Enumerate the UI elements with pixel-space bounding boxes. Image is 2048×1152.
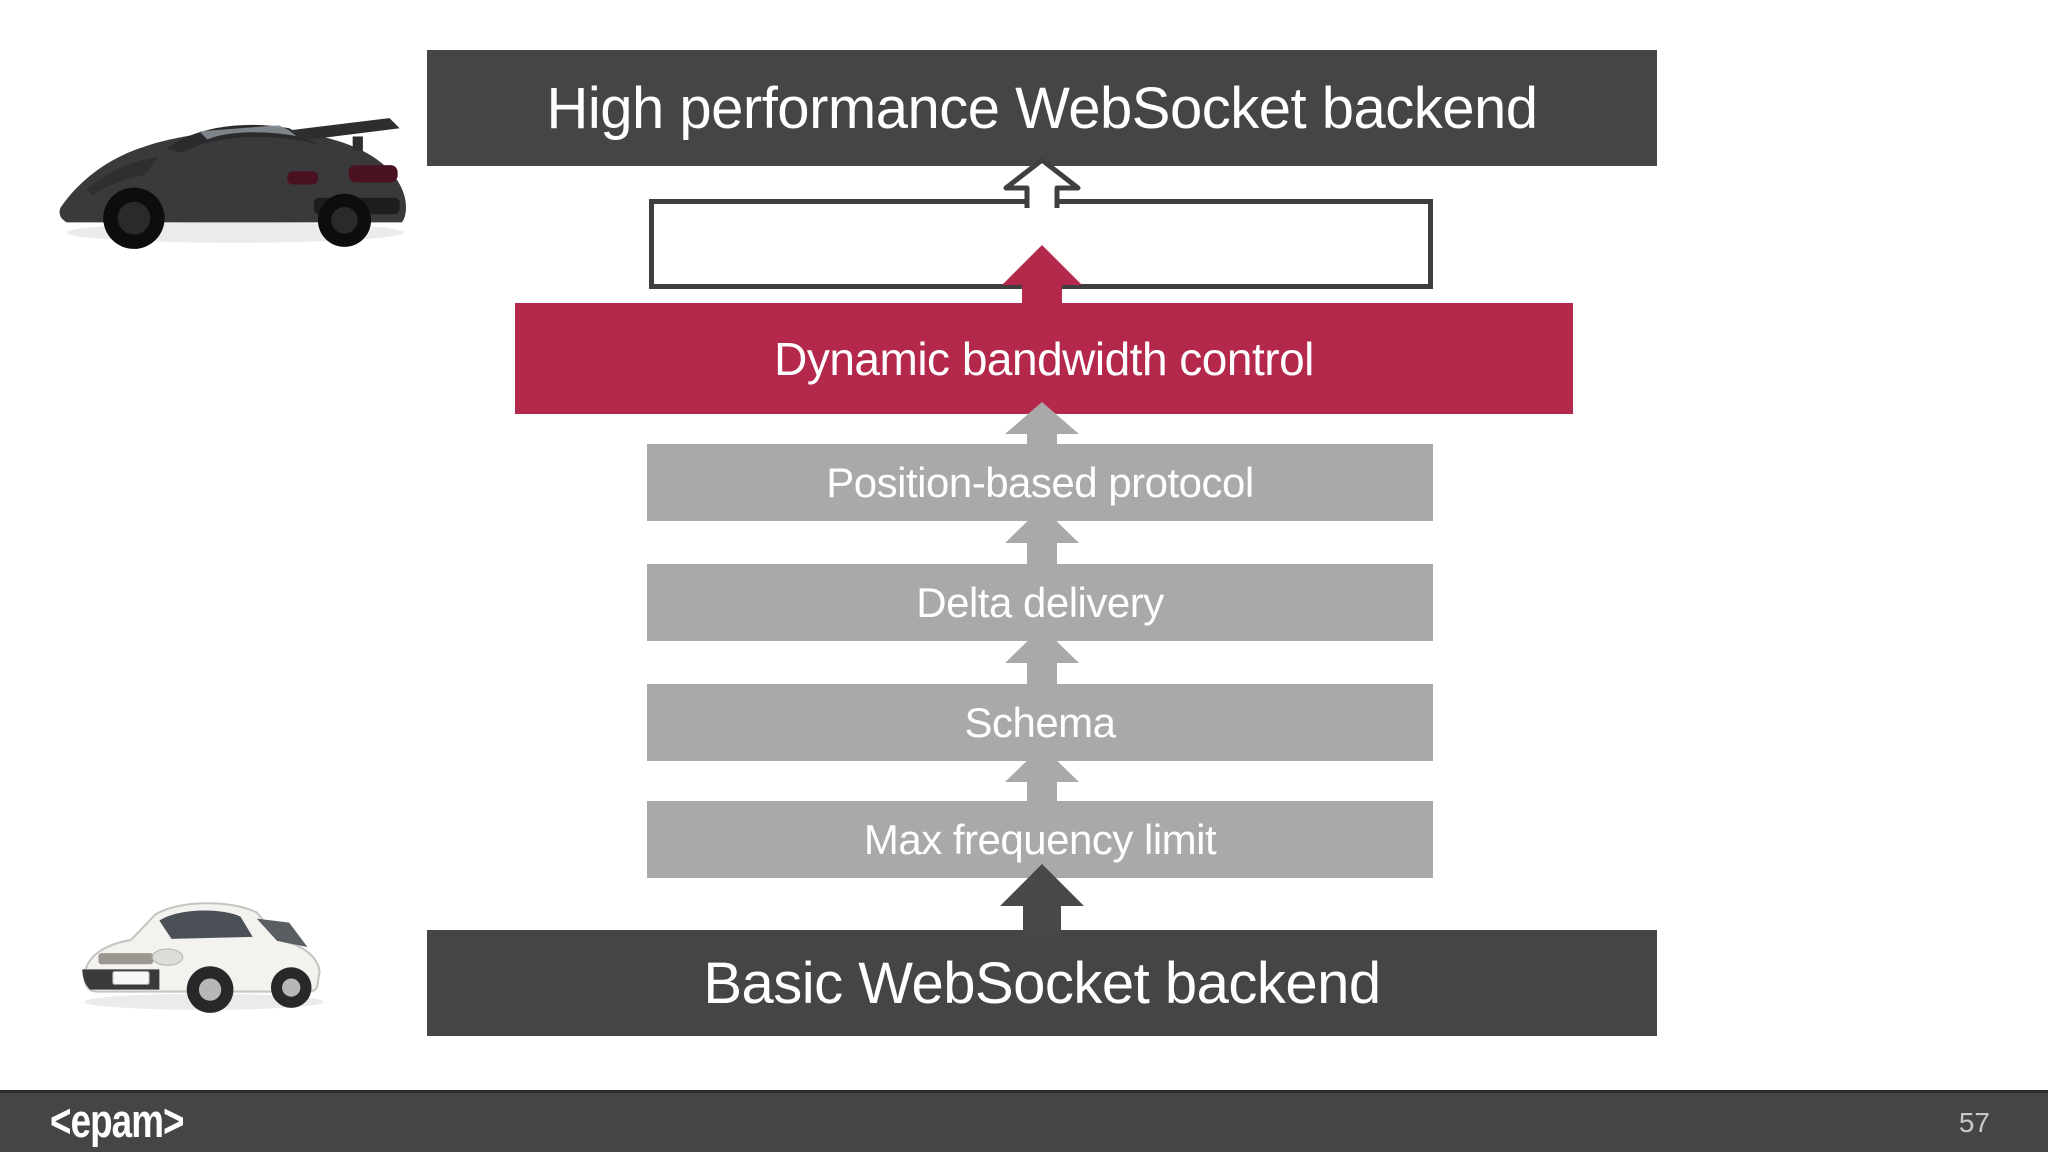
- footer-bar: <epam> 57: [0, 1090, 2048, 1152]
- sports-car-image: [59, 118, 407, 249]
- up-arrow-icon: [1000, 864, 1084, 936]
- layer-label: Delta delivery: [916, 578, 1164, 626]
- hatchback-car-image: [82, 902, 324, 1013]
- bottom-title-label: Basic WebSocket backend: [703, 950, 1381, 1016]
- layer-bar-delta-delivery: Delta delivery: [647, 564, 1433, 641]
- highlight-bar: Dynamic bandwidth control: [515, 303, 1573, 414]
- layer-bar-position-based-protocol: Position-based protocol: [647, 444, 1433, 521]
- up-arrow-icon: [1005, 507, 1079, 570]
- up-arrow-icon: [1003, 157, 1081, 208]
- layer-label: Max frequency limit: [863, 815, 1217, 863]
- bottom-title-bar: Basic WebSocket backend: [427, 930, 1657, 1036]
- up-arrow-icon: [1002, 245, 1082, 308]
- top-title-label: High performance WebSocket backend: [546, 75, 1538, 141]
- up-arrow-icon: [1005, 627, 1079, 690]
- highlight-label: Dynamic bandwidth control: [774, 332, 1314, 385]
- layer-bar-max-frequency-limit: Max frequency limit: [647, 801, 1433, 878]
- layer-label: Schema: [964, 698, 1116, 746]
- top-title-bar: High performance WebSocket backend: [427, 50, 1657, 166]
- epam-logo: <epam>: [50, 1095, 185, 1148]
- page-number: 57: [1958, 1106, 1990, 1138]
- up-arrow-icon: [1005, 746, 1079, 808]
- layer-label: Position-based protocol: [826, 458, 1254, 506]
- up-arrow-icon: [1005, 402, 1079, 450]
